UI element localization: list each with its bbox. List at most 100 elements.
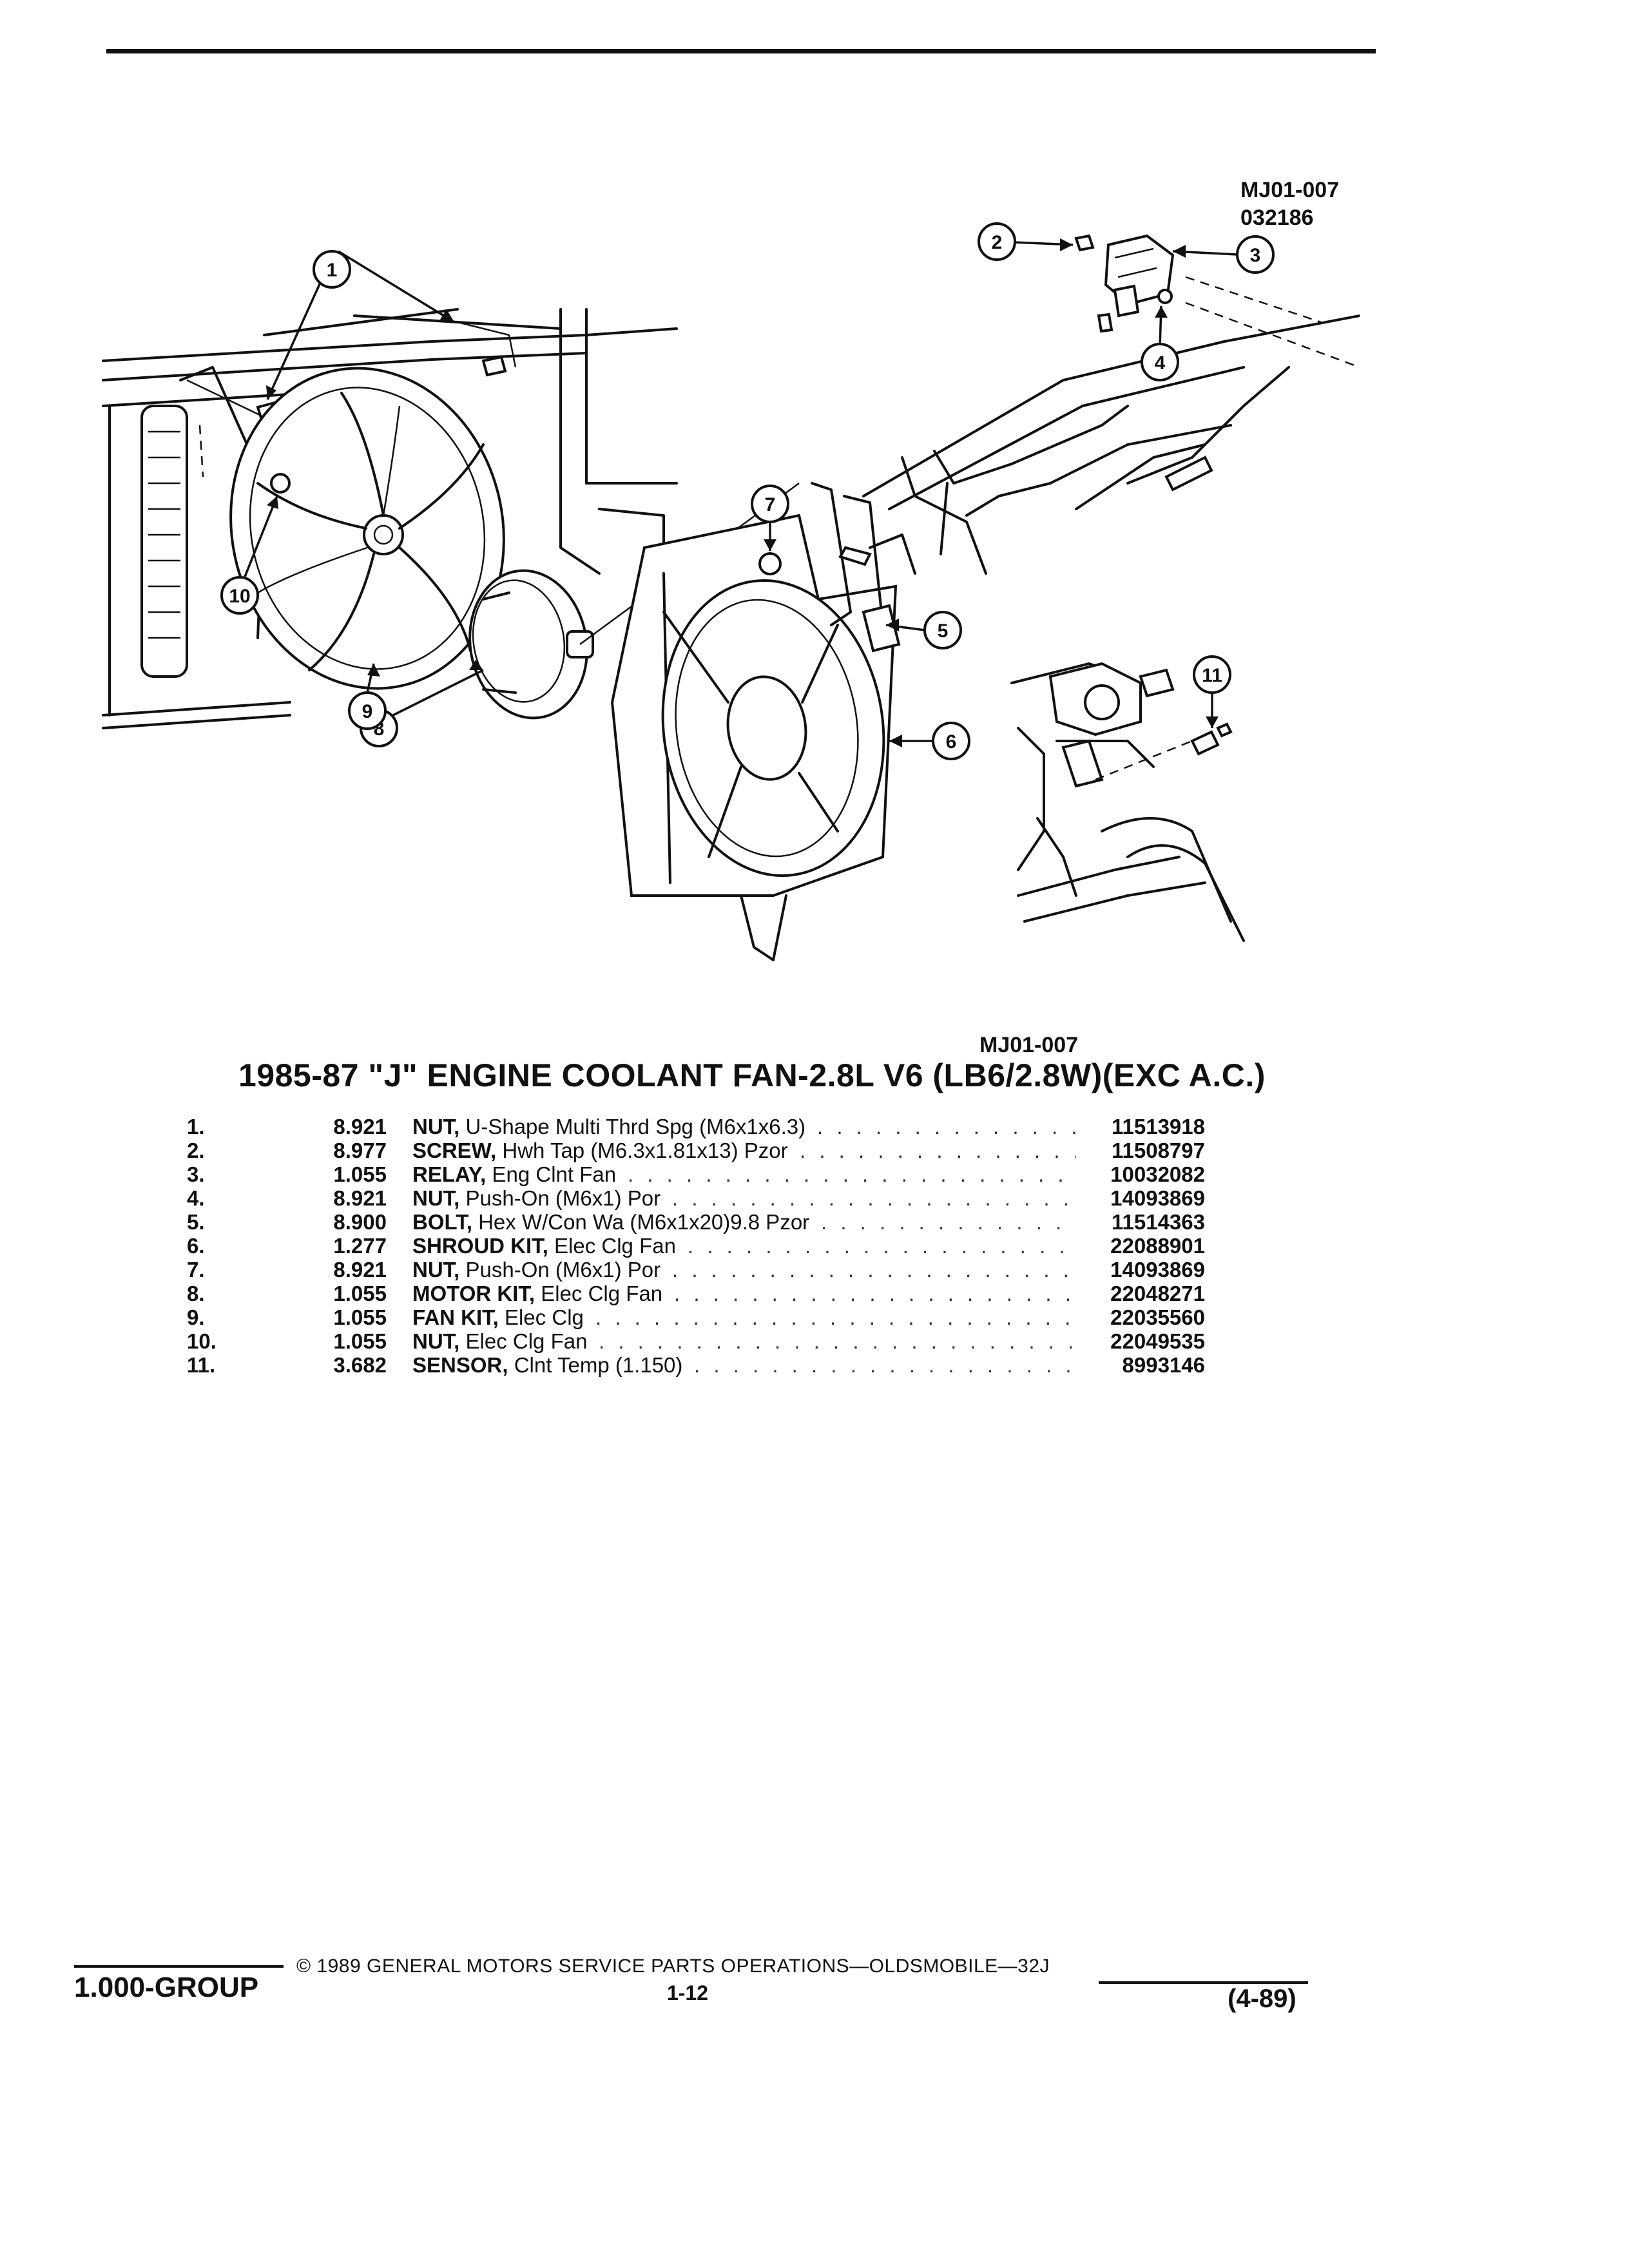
part-detail: Elec Clg Fan: [541, 1282, 663, 1305]
part-name: SHROUD KIT,: [412, 1234, 548, 1258]
leader-dots: . . . . . . . . . . . . . . . . . . . . …: [595, 1305, 1076, 1329]
ref-number: 8.: [187, 1282, 205, 1305]
shroud-bolt: [838, 546, 872, 566]
group-number: 3.682: [333, 1353, 387, 1377]
part-number: 22048271: [1110, 1282, 1205, 1305]
part-number: 11514363: [1111, 1210, 1205, 1234]
illustration-code: MJ01-007: [1240, 178, 1340, 202]
illustration-date-code: 032186: [1240, 206, 1314, 230]
part-detail: Push-On (M6x1) Por: [465, 1258, 661, 1282]
ref-number: 10.: [187, 1329, 217, 1353]
part-description: SHROUD KIT, Elec Clg Fan: [412, 1234, 676, 1258]
ref-number: 1.: [187, 1115, 205, 1139]
table-row: 1. 8.921 NUT, U-Shape Multi Thrd Spg (M6x1…: [187, 1115, 1218, 1139]
leader-dots: . . . . . . . . . . . . . . . . . . . . …: [817, 1115, 1076, 1139]
svg-text:11: 11: [1202, 665, 1222, 686]
table-row: 4. 8.921 NUT, Push-On (M6x1) Por . . . . . …: [187, 1186, 1218, 1210]
part-number: 14093869: [1110, 1258, 1205, 1282]
callout-9-circle: 9: [348, 691, 387, 730]
part-number: 11508797: [1111, 1139, 1205, 1162]
part-name: NUT,: [412, 1329, 460, 1353]
footer-copyright: © 1989 GENERAL MOTORS SERVICE PARTS OPER…: [296, 1956, 1050, 1977]
svg-text:3: 3: [1250, 245, 1261, 266]
leader-dots: . . . . . . . . . . . . . . . . . . . . …: [672, 1186, 1076, 1210]
callout-3: 3: [1236, 235, 1275, 274]
ref-number: 3.: [187, 1162, 205, 1186]
part-description: SCREW, Hwh Tap (M6.3x1.81x13) Pzor: [412, 1139, 788, 1162]
part-name: SENSOR,: [412, 1353, 508, 1377]
group-number: 1.277: [333, 1234, 387, 1258]
callout-5: 5: [923, 611, 962, 649]
part-detail: Push-On (M6x1) Por: [465, 1186, 661, 1210]
part-detail: Hwh Tap (M6.3x1.81x13) Pzor: [502, 1139, 788, 1162]
svg-text:2: 2: [992, 232, 1003, 253]
table-row: 3. 1.055 RELAY, Eng Clnt Fan . . . . . . . …: [187, 1162, 1218, 1186]
svg-text:6: 6: [946, 731, 957, 753]
part-number: 11513918: [1111, 1115, 1205, 1139]
ref-number: 4.: [187, 1186, 205, 1210]
part-number: 8993146: [1122, 1353, 1205, 1377]
section-title: 1985-87 "J" ENGINE COOLANT FAN-2.8L V6 (…: [238, 1057, 1266, 1093]
ref-number: 7.: [187, 1258, 205, 1282]
group-number: 8.921: [333, 1186, 387, 1210]
group-number: 1.055: [333, 1305, 387, 1329]
push-on-nut: [758, 552, 782, 575]
callout-1: 1: [313, 250, 351, 289]
group-number: 8.921: [333, 1115, 387, 1139]
part-detail: Elec Clg: [505, 1305, 584, 1329]
footer-date: (4-89): [1228, 1984, 1296, 2013]
part-name: NUT,: [412, 1186, 460, 1210]
top-rule: [106, 49, 1376, 53]
callout-4: 4: [1141, 343, 1179, 381]
ref-number: 2.: [187, 1139, 205, 1162]
ref-number: 11.: [187, 1353, 216, 1377]
svg-text:10: 10: [229, 586, 250, 607]
footer-rule-right: [1099, 1981, 1308, 1984]
part-name: RELAY,: [412, 1162, 487, 1186]
part-number: 22035560: [1110, 1305, 1205, 1329]
part-name: NUT,: [412, 1258, 460, 1282]
footer-rule-left: [74, 1965, 284, 1968]
ref-number: 9.: [187, 1305, 205, 1329]
callout-7: 7: [751, 485, 789, 523]
part-name: FAN KIT,: [412, 1305, 499, 1329]
part-detail: Eng Clnt Fan: [492, 1162, 617, 1186]
leader-dots: . . . . . . . . . . . . . . . . . . . . …: [694, 1353, 1076, 1377]
callout-leaders: [244, 238, 1238, 747]
part-description: RELAY, Eng Clnt Fan: [412, 1162, 616, 1186]
fan-motor-drawing: [468, 482, 800, 720]
part-number: 22049535: [1110, 1329, 1205, 1353]
svg-text:9: 9: [362, 701, 373, 722]
group-number: 8.921: [333, 1258, 387, 1282]
part-name: MOTOR KIT,: [412, 1282, 535, 1305]
svg-text:1: 1: [327, 260, 338, 281]
leader-dots: . . . . . . . . . . . . . . . . . . . . …: [821, 1210, 1076, 1234]
group-number: 1.055: [333, 1162, 387, 1186]
part-number: 22088901: [1110, 1234, 1205, 1258]
part-detail: Hex W/Con Wa (M6x1x20)9.8 Pzor: [478, 1210, 810, 1234]
part-detail: U-Shape Multi Thrd Spg (M6x1x6.3): [465, 1115, 806, 1139]
callout-2: 2: [978, 222, 1016, 261]
leader-dots: . . . . . . . . . . . . . . . . . . . . …: [628, 1162, 1076, 1186]
part-description: MOTOR KIT, Elec Clg Fan: [412, 1282, 662, 1305]
svg-text:5: 5: [938, 620, 949, 642]
part-description: NUT, Elec Clg Fan: [412, 1329, 587, 1353]
part-name: NUT,: [412, 1115, 460, 1139]
part-description: SENSOR, Clnt Temp (1.150): [412, 1353, 682, 1377]
part-detail: Elec Clg Fan: [554, 1234, 676, 1258]
leader-dots: . . . . . . . . . . . . . . . . . . . . …: [674, 1282, 1076, 1305]
exploded-parts-diagram: 1 2 3 4 5 6 7 8 9 10 11: [102, 222, 1360, 961]
fan-shroud-drawing: [610, 482, 901, 961]
part-name: BOLT,: [412, 1210, 472, 1234]
relay-bracket-drawing: [862, 234, 1360, 575]
sensor-area-drawing: [1010, 662, 1245, 942]
leader-dots: . . . . . . . . . . . . . . . . . . . . …: [599, 1329, 1076, 1353]
ref-number: 5.: [187, 1210, 205, 1234]
group-number: 1.055: [333, 1329, 387, 1353]
callout-10: 10: [220, 576, 259, 615]
part-detail: Elec Clg Fan: [465, 1329, 588, 1353]
